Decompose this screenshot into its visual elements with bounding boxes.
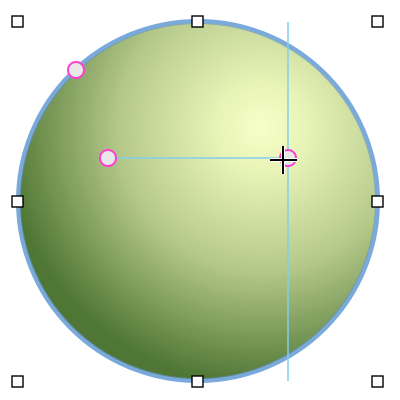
resize-handle-top-left[interactable] xyxy=(11,15,24,28)
resize-handle-bottom[interactable] xyxy=(191,375,204,388)
move-crosshair-icon xyxy=(270,146,297,174)
gradient-start-handle[interactable] xyxy=(99,149,117,167)
resize-handle-bottom-right[interactable] xyxy=(371,375,384,388)
resize-handle-top[interactable] xyxy=(191,15,204,28)
selection-handles xyxy=(11,15,384,388)
gradient-focus-handle[interactable] xyxy=(67,61,85,79)
resize-handle-top-right[interactable] xyxy=(371,15,384,28)
resize-handle-right[interactable] xyxy=(371,195,384,208)
resize-handle-bottom-left[interactable] xyxy=(11,375,24,388)
resize-handle-left[interactable] xyxy=(11,195,24,208)
